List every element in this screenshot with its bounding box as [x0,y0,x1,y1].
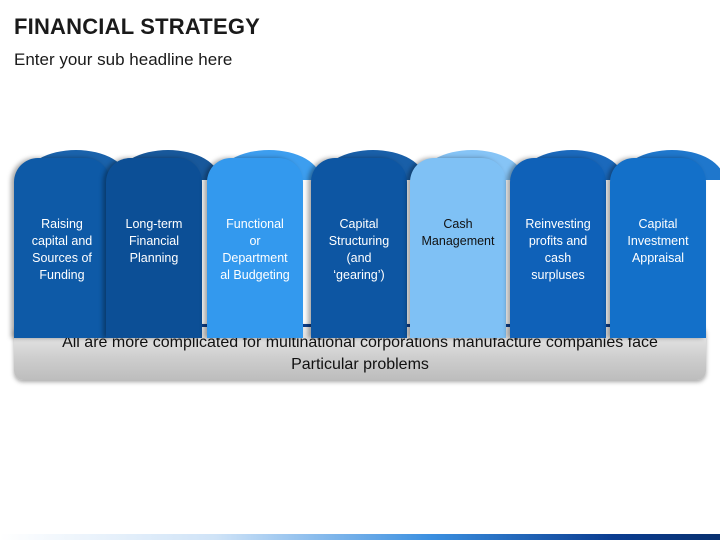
page-subtitle: Enter your sub headline here [14,50,233,69]
page-title: FINANCIAL STRATEGY [14,14,261,39]
footer-accent-bar [0,534,720,540]
banner-line-2: Particular problems [291,355,429,373]
